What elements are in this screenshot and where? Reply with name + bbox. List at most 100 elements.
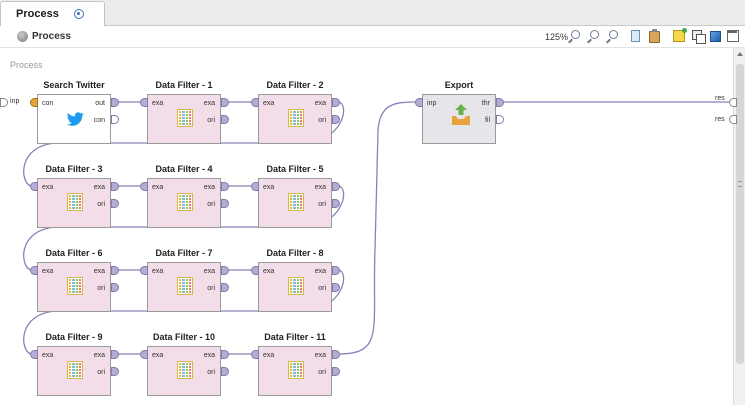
output-port-ori[interactable]	[332, 115, 340, 124]
tab-process[interactable]: Process	[0, 1, 105, 26]
output-port-exa[interactable]	[221, 182, 229, 191]
output-port-fil[interactable]	[496, 115, 504, 124]
port-label-exa-in: exa	[263, 184, 275, 191]
port-label-ori: ori	[207, 285, 215, 292]
output-port-ori[interactable]	[111, 283, 119, 292]
input-port-exa[interactable]	[251, 350, 259, 359]
scroll-up-icon[interactable]	[737, 52, 743, 56]
add-note-icon[interactable]	[673, 28, 687, 43]
port-label-inp: inp	[427, 100, 437, 107]
output-port-ori[interactable]	[111, 199, 119, 208]
output-port-exa[interactable]	[111, 266, 119, 275]
input-port-exa[interactable]	[140, 350, 148, 359]
operator-export[interactable]: inp thr fil	[422, 94, 496, 144]
port-label-exa-in: exa	[263, 268, 275, 275]
input-port-exa[interactable]	[251, 266, 259, 275]
output-port-exa[interactable]	[221, 350, 229, 359]
port-label-exa-out: exa	[203, 352, 215, 359]
data-table-icon	[67, 193, 83, 211]
input-port-exa[interactable]	[251, 182, 259, 191]
output-port-ori[interactable]	[332, 199, 340, 208]
operator-title-data-filter-8: Data Filter - 8	[266, 248, 324, 258]
output-port-ori[interactable]	[221, 199, 229, 208]
result-port-1[interactable]	[729, 98, 737, 107]
operator-title-data-filter-5: Data Filter - 5	[266, 164, 324, 174]
restore-icon[interactable]	[74, 9, 84, 19]
port-label-ori: ori	[97, 201, 105, 208]
input-port-exa[interactable]	[30, 182, 38, 191]
output-port-out[interactable]	[111, 98, 119, 107]
output-port-exa[interactable]	[332, 350, 340, 359]
tab-bar: Process	[0, 0, 745, 26]
print-icon[interactable]	[648, 29, 661, 43]
export-icon	[452, 104, 470, 125]
output-port-exa[interactable]	[332, 98, 340, 107]
port-label-ori: ori	[207, 369, 215, 376]
input-port-inp[interactable]	[415, 98, 423, 107]
export-image-icon[interactable]	[629, 30, 642, 43]
input-port-exa[interactable]	[251, 98, 259, 107]
zoom-out-icon[interactable]	[606, 30, 619, 44]
data-table-icon	[177, 193, 193, 211]
operator-data-filter-7[interactable]: exa exa ori	[147, 262, 221, 312]
result-port-2[interactable]	[729, 115, 737, 124]
operator-title-data-filter-4: Data Filter - 4	[155, 164, 213, 174]
auto-wire-icon[interactable]	[691, 30, 706, 44]
output-port-ori[interactable]	[332, 367, 340, 376]
operator-title-data-filter-7: Data Filter - 7	[155, 248, 213, 258]
port-label-exa-out: exa	[314, 352, 326, 359]
output-port-ori[interactable]	[111, 367, 119, 376]
breadcrumb[interactable]: Process	[32, 31, 71, 42]
port-label-exa-out: exa	[203, 268, 215, 275]
operator-data-filter-11[interactable]: exa exa ori	[258, 346, 332, 396]
port-label-exa-out: exa	[93, 268, 105, 275]
output-port-ori[interactable]	[332, 283, 340, 292]
output-port-thr[interactable]	[496, 98, 504, 107]
view-options-icon[interactable]	[727, 30, 740, 43]
port-label-ori: ori	[207, 117, 215, 124]
output-port-exa[interactable]	[111, 350, 119, 359]
zoom-in-icon[interactable]	[587, 30, 600, 44]
scrollbar-thumb[interactable]	[736, 64, 744, 364]
output-port-exa[interactable]	[221, 266, 229, 275]
zoom-fit-icon[interactable]	[568, 30, 581, 44]
output-port-exa[interactable]	[332, 182, 340, 191]
operator-search-twitter[interactable]: con out con	[37, 94, 111, 144]
output-port-ori[interactable]	[221, 283, 229, 292]
output-port-exa[interactable]	[111, 182, 119, 191]
input-port-exa[interactable]	[140, 98, 148, 107]
port-label-exa-in: exa	[152, 100, 164, 107]
output-port-ori[interactable]	[221, 115, 229, 124]
output-port-ori[interactable]	[221, 367, 229, 376]
port-label-exa-in: exa	[152, 268, 164, 275]
output-port-exa[interactable]	[332, 266, 340, 275]
port-label-exa-out: exa	[314, 268, 326, 275]
port-label-exa-in: exa	[263, 352, 275, 359]
process-input-label: inp	[10, 98, 20, 105]
port-label-ori: ori	[318, 369, 326, 376]
output-port-con[interactable]	[111, 115, 119, 124]
port-label-ori: ori	[318, 285, 326, 292]
input-port-exa[interactable]	[30, 266, 38, 275]
input-port-exa[interactable]	[30, 350, 38, 359]
vertical-scrollbar[interactable]	[733, 48, 745, 405]
output-port-exa[interactable]	[221, 98, 229, 107]
input-port-exa[interactable]	[140, 266, 148, 275]
operator-title-data-filter-2: Data Filter - 2	[266, 80, 324, 90]
process-icon[interactable]	[17, 31, 28, 42]
input-port-exa[interactable]	[140, 182, 148, 191]
data-table-icon	[288, 361, 304, 379]
process-input-port[interactable]	[0, 98, 8, 107]
operator-data-filter-8[interactable]: exa exa ori	[258, 262, 332, 312]
input-port-con[interactable]	[30, 98, 38, 107]
arrange-operators-icon[interactable]	[709, 30, 722, 43]
port-label-exa-in: exa	[263, 100, 275, 107]
